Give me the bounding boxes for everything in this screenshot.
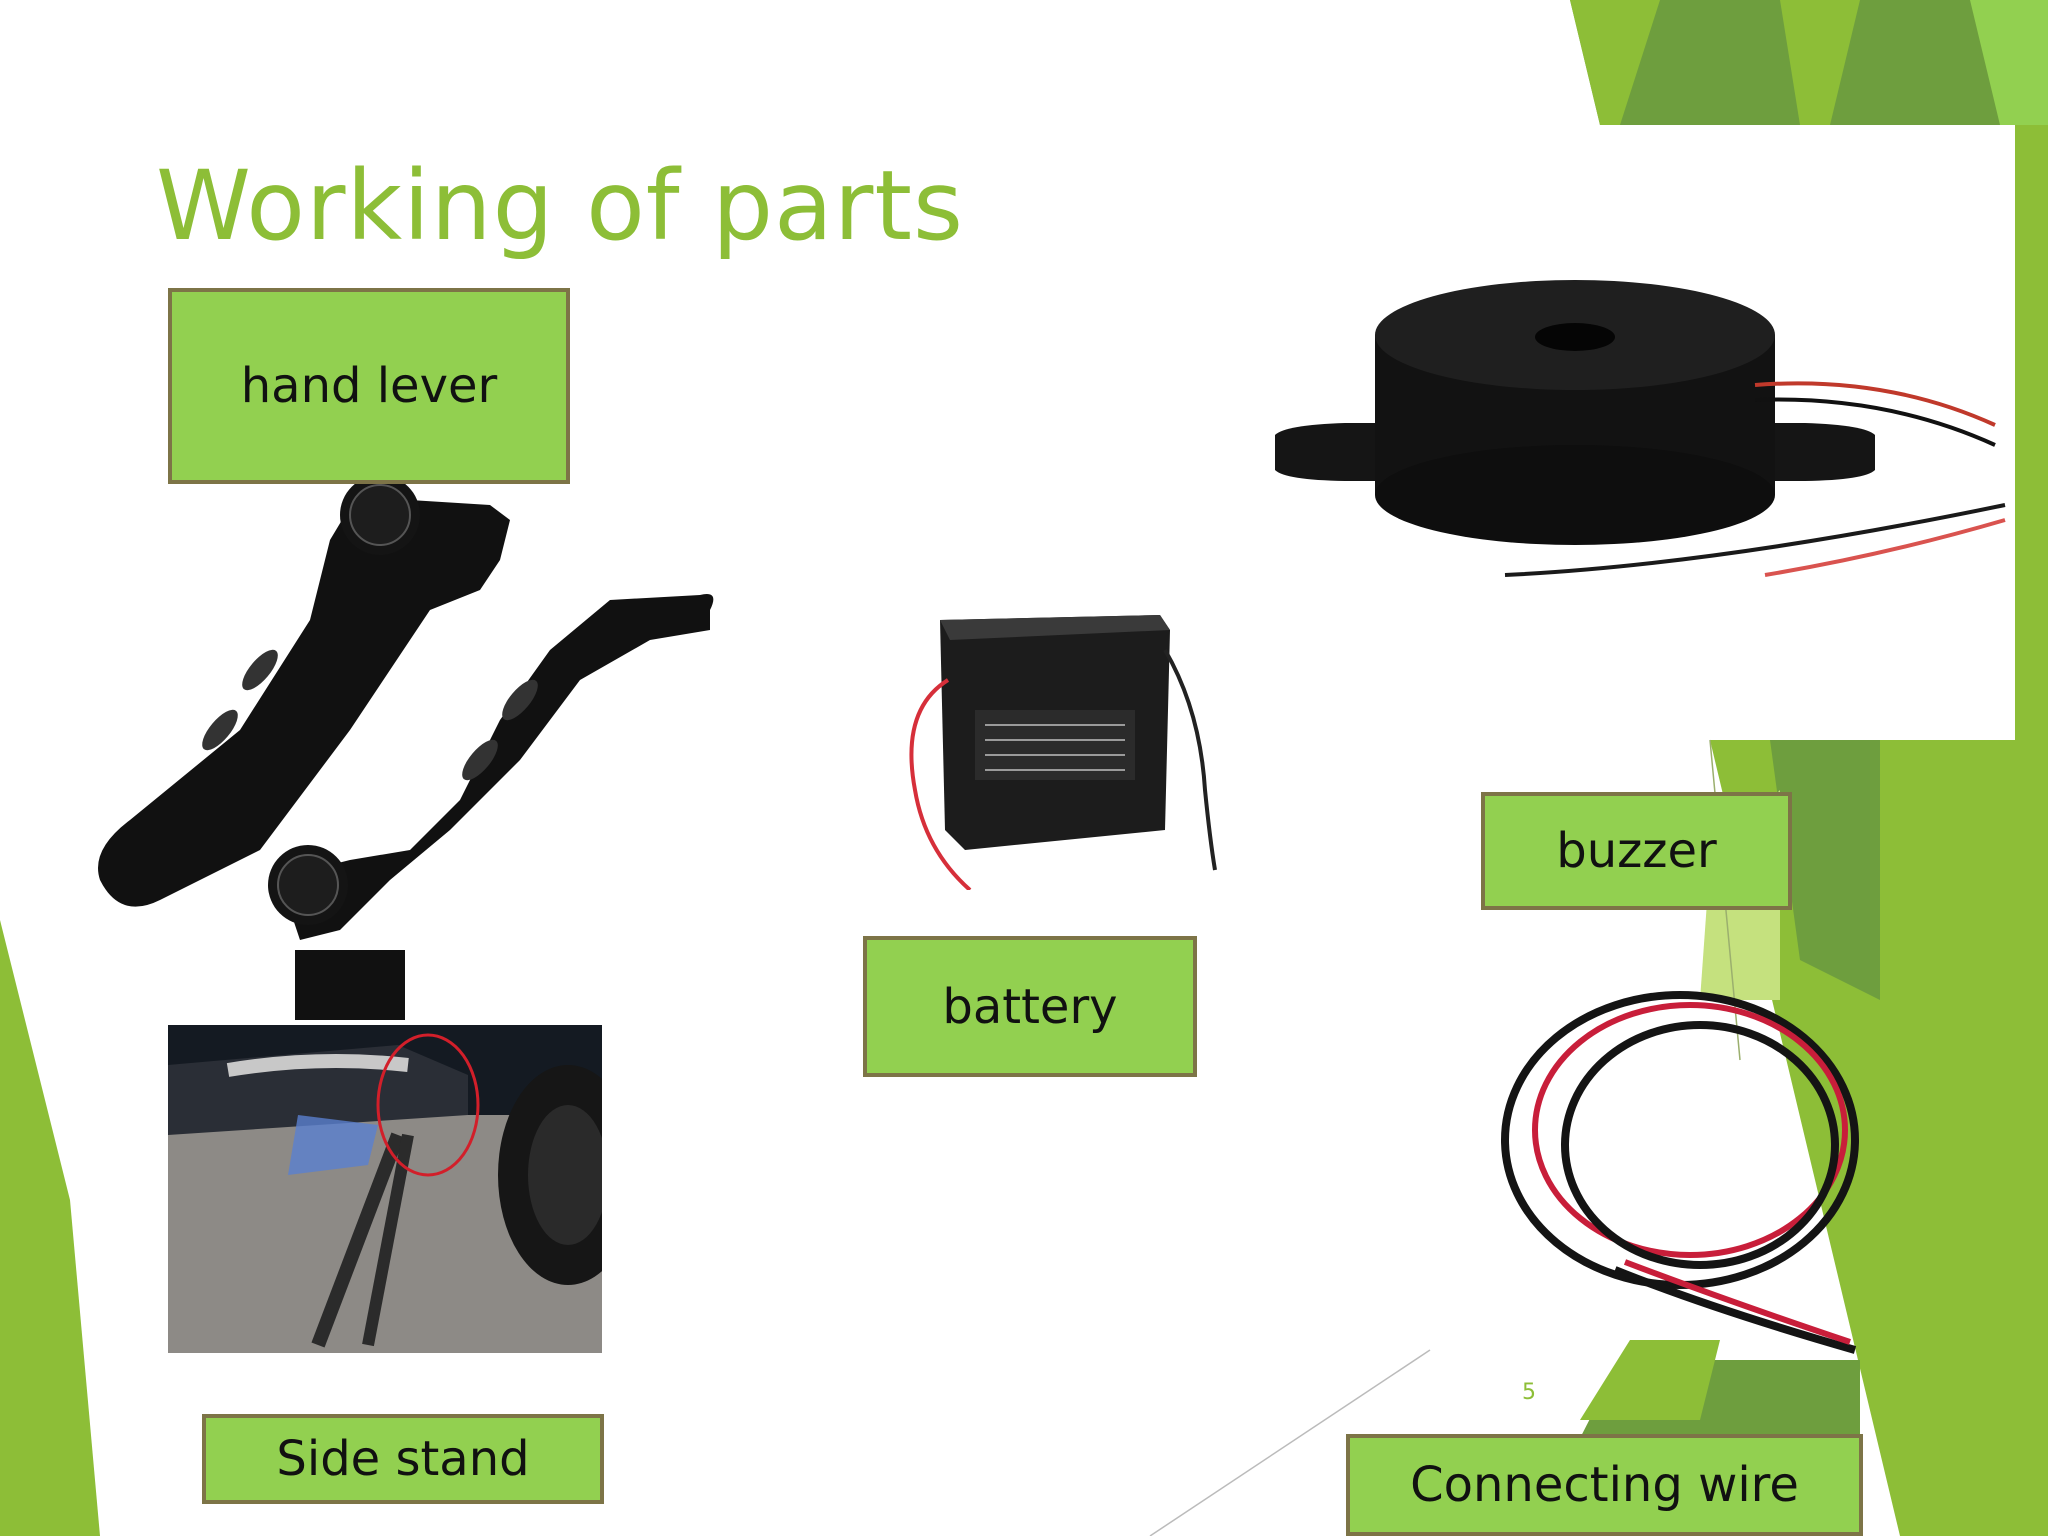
page-number: 5 — [1522, 1380, 1536, 1405]
buzzer-image — [1275, 280, 2006, 577]
connecting-wire-label: Connecting wire — [1346, 1434, 1863, 1536]
slide-title: Working of parts — [156, 150, 964, 262]
buzzer-label: buzzer — [1481, 792, 1792, 910]
side-stand-label: Side stand — [202, 1414, 604, 1504]
hand-lever-image — [98, 480, 714, 1020]
battery-label: battery — [863, 936, 1197, 1077]
side-stand-image — [168, 1025, 602, 1353]
battery-image — [909, 615, 1217, 890]
connecting-wire-image — [1501, 991, 1859, 1354]
hand-lever-label: hand lever — [168, 288, 570, 484]
